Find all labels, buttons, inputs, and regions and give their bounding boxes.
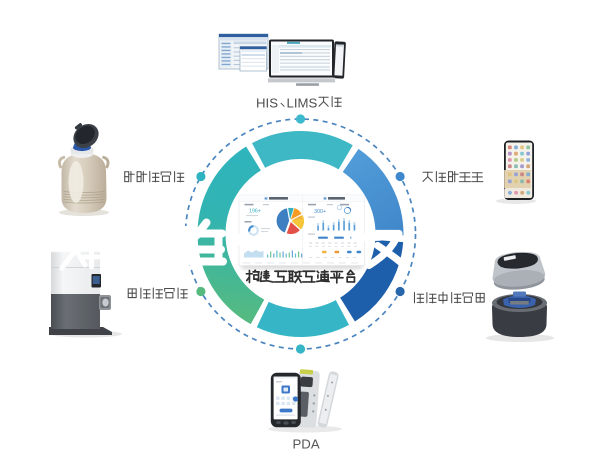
svg-text:300+: 300+ [314,209,326,215]
svg-text:LIMS: LIMS [287,96,318,111]
svg-text:PDA: PDA [293,437,320,452]
svg-text:196+: 196+ [249,209,261,215]
svg-text:HIS: HIS [256,96,278,111]
